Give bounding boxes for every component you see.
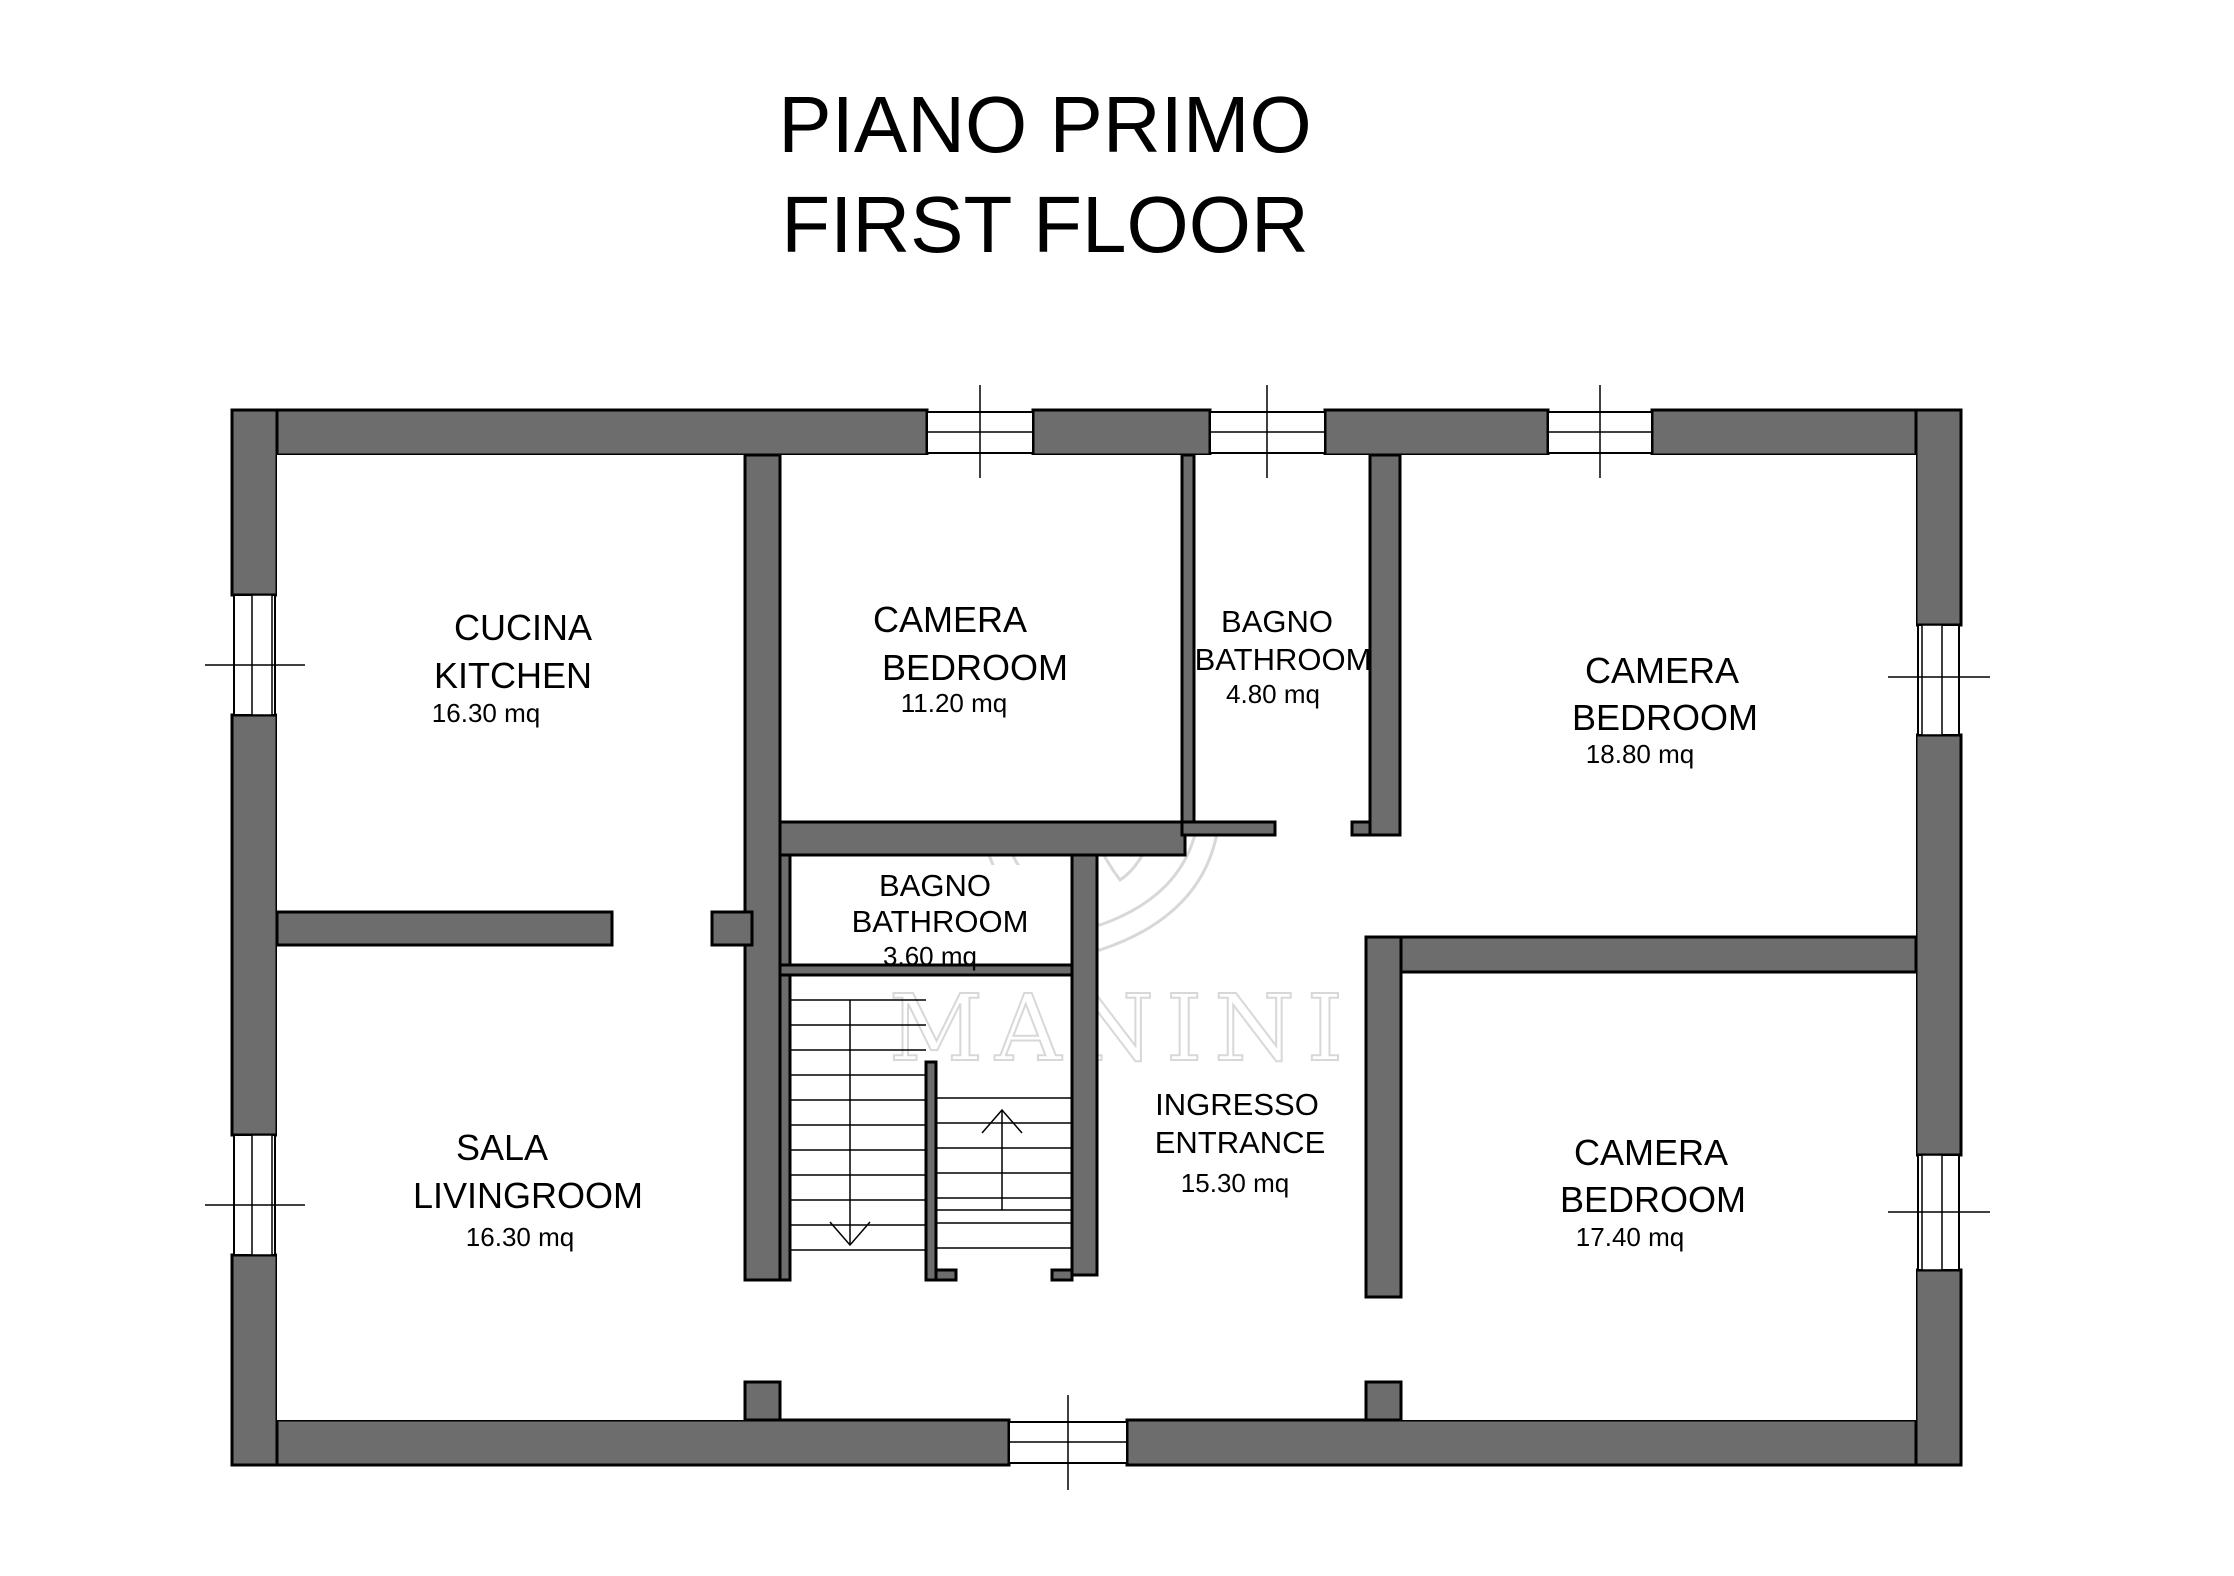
room-bedroom-1-name-it: CAMERA (873, 599, 1027, 640)
window-top-2 (1209, 385, 1326, 478)
window-right-bedroom2 (1888, 624, 1990, 736)
room-bathroom-2-name-en: BATHROOM (852, 904, 1029, 939)
room-bedroom-1-name-en: BEDROOM (882, 647, 1068, 688)
room-bathroom-1-name-it: BAGNO (1221, 604, 1333, 639)
room-bedroom-3: CAMERA BEDROOM 17.40 mq (1560, 1132, 1746, 1252)
room-bedroom-3-area: 17.40 mq (1576, 1222, 1684, 1252)
room-bedroom-1-area: 11.20 mq (901, 688, 1007, 718)
room-bedroom-1: CAMERA BEDROOM 11.20 mq (873, 599, 1068, 718)
window-bottom (1008, 1395, 1128, 1490)
room-bedroom-3-name-it: CAMERA (1574, 1132, 1728, 1173)
watermark-text: MANINI (889, 975, 1355, 1082)
room-kitchen-name-it: CUCINA (454, 607, 592, 648)
room-entrance-area: 15.30 mq (1181, 1168, 1289, 1198)
room-kitchen: CUCINA KITCHEN 16.30 mq (432, 607, 592, 728)
room-bathroom-1-area: 4.80 mq (1226, 679, 1320, 709)
room-bathroom-2-area: 3.60 mq (883, 941, 977, 971)
window-top-3 (1547, 385, 1653, 478)
room-living-name-en: LIVINGROOM (413, 1175, 643, 1216)
room-entrance-name-en: ENTRANCE (1155, 1125, 1326, 1160)
plan-title-italian: PIANO PRIMO (778, 80, 1311, 169)
room-bedroom-2-name-it: CAMERA (1585, 650, 1739, 691)
window-right-bedroom3 (1888, 1154, 1990, 1271)
interior-fill (277, 455, 1916, 1420)
room-bathroom-2: BAGNO BATHROOM 3.60 mq (852, 868, 1029, 971)
interior-walls (275, 453, 1918, 1422)
room-bedroom-2-name-en: BEDROOM (1572, 697, 1758, 738)
room-living: SALA LIVINGROOM 16.30 mq (413, 1127, 643, 1252)
window-left-kitchen (205, 594, 305, 716)
staircase (790, 999, 1072, 1251)
room-bedroom-3-name-en: BEDROOM (1560, 1179, 1746, 1220)
room-kitchen-name-en: KITCHEN (434, 655, 592, 696)
room-bathroom-1: BAGNO BATHROOM 4.80 mq (1195, 604, 1372, 709)
window-left-living (205, 1134, 305, 1256)
room-bedroom-2: CAMERA BEDROOM 18.80 mq (1572, 650, 1758, 769)
room-entrance-name-it: INGRESSO (1155, 1087, 1319, 1122)
room-bathroom-2-name-it: BAGNO (879, 868, 991, 903)
room-bedroom-2-area: 18.80 mq (1586, 739, 1694, 769)
room-bathroom-1-name-en: BATHROOM (1195, 642, 1372, 677)
room-living-name-it: SALA (456, 1127, 548, 1168)
room-kitchen-area: 16.30 mq (432, 698, 540, 728)
room-entrance: INGRESSO ENTRANCE 15.30 mq (1155, 1087, 1326, 1198)
plan-title-english: FIRST FLOOR (781, 180, 1308, 269)
room-living-area: 16.30 mq (466, 1222, 574, 1252)
window-top-1 (926, 385, 1034, 478)
watermark-logo: MANINI (888, 553, 1355, 1083)
